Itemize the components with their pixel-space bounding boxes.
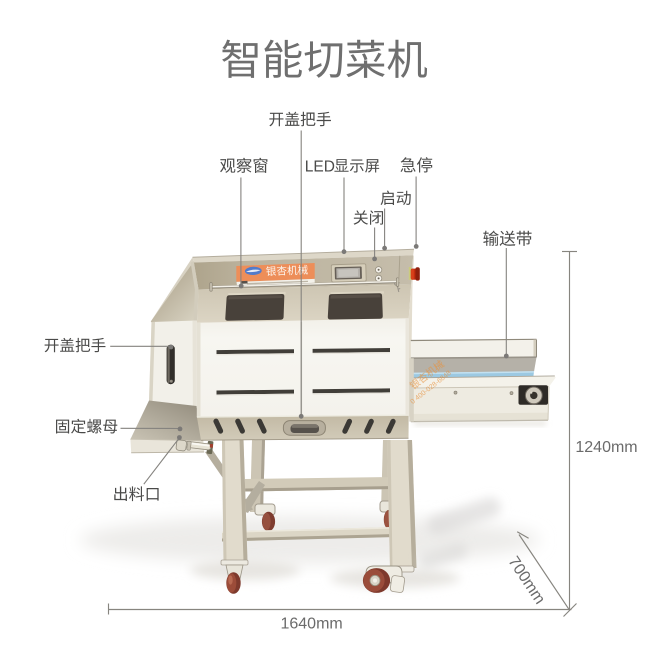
svg-text:1240mm: 1240mm [575, 439, 637, 456]
svg-text:LED: LED [305, 159, 335, 176]
svg-text:1640mm: 1640mm [280, 616, 342, 633]
